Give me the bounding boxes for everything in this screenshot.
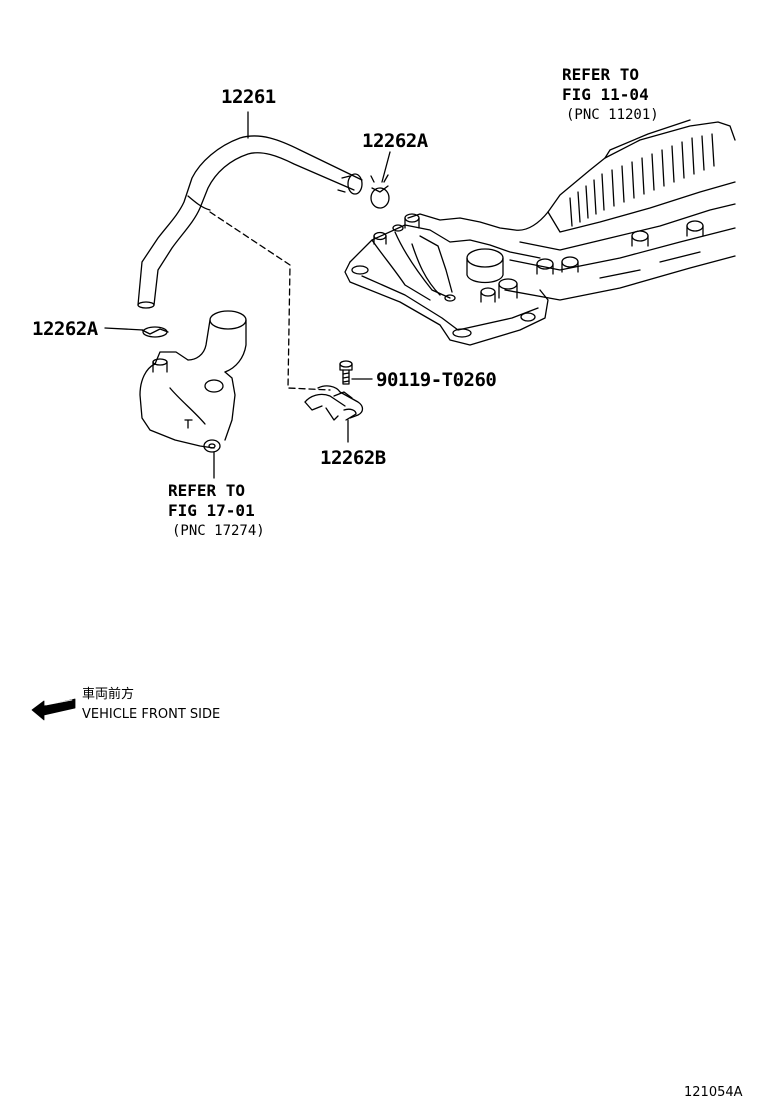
direction-label-japanese: 車両前方 bbox=[82, 687, 135, 702]
leader-clip-left bbox=[104, 327, 144, 331]
bypass-hose bbox=[137, 135, 363, 309]
ref-head-cover-line1: REFER TO bbox=[562, 65, 640, 84]
cylinder-head-cover bbox=[407, 119, 736, 301]
ref-head-cover-line2: FIG 11-04 bbox=[562, 85, 649, 104]
illustration-code: 121054A bbox=[684, 1085, 743, 1100]
bracket bbox=[304, 385, 364, 421]
bolt bbox=[339, 360, 353, 385]
leader-clip-upper bbox=[381, 151, 391, 183]
callout-12262a-left: 12262A bbox=[32, 318, 98, 340]
intake-flange bbox=[344, 213, 549, 346]
callout-90119-t0260: 90119-T0260 bbox=[376, 369, 497, 391]
callout-12261: 12261 bbox=[221, 86, 276, 108]
ref-water-outlet-line1: REFER TO bbox=[168, 481, 246, 500]
direction-label-english: VEHICLE FRONT SIDE bbox=[82, 707, 221, 722]
callout-12262b: 12262B bbox=[320, 447, 386, 469]
ref-water-outlet-pnc: (PNC 17274) bbox=[172, 523, 265, 539]
ref-water-outlet-line2: FIG 17-01 bbox=[168, 501, 255, 520]
ref-head-cover-pnc: (PNC 11201) bbox=[566, 107, 659, 123]
routing-dashed-line bbox=[209, 211, 331, 391]
clip-upper bbox=[370, 174, 390, 209]
callout-12262a-upper: 12262A bbox=[362, 130, 428, 152]
clip-left bbox=[141, 326, 169, 338]
left-arrow-icon bbox=[31, 698, 76, 721]
water-outlet-housing bbox=[139, 310, 247, 453]
